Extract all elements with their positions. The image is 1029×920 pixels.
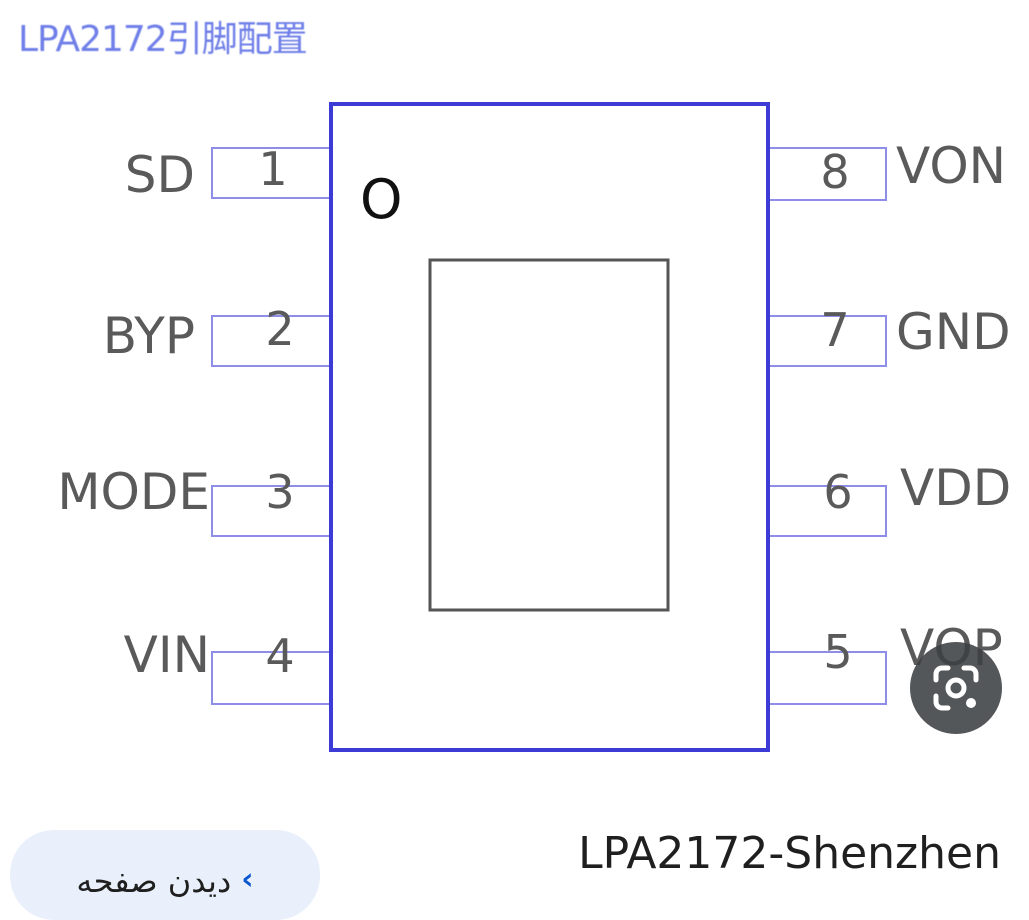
google-lens-button[interactable] [910,642,1002,734]
pin-name-sd: SD [125,146,195,204]
pin-name-mode: MODE [57,463,210,521]
visit-page-label: دیدن صفحه [76,862,232,900]
pin1-marker: O [360,168,403,231]
pin-number-3: 3 [265,465,294,519]
pin-number-2: 2 [265,302,294,356]
google-lens-icon [933,665,979,711]
pinout-diagram: O SD BYP MODE VIN 1 2 3 4 8 7 6 5 VON GN… [57,102,1011,752]
pin-number-6: 6 [823,465,852,519]
pin-name-vin: VIN [124,626,210,684]
image-viewer: LPA2172引脚配置 O SD BYP MODE VIN 1 2 3 4 8 … [18,19,1012,752]
pin-name-vdd: VDD [900,459,1011,517]
pin-number-1: 1 [258,142,287,196]
pin-name-von: VON [896,137,1006,195]
pin-number-5: 5 [823,625,852,679]
source-page-title[interactable]: LPA2172-Shenzhen [578,828,1001,879]
visit-page-button[interactable]: دیدن صفحه ‹ [10,830,320,920]
pin-number-7: 7 [820,303,849,357]
result-footer: دیدن صفحه ‹ LPA2172-Shenzhen [0,800,1029,920]
chevron-left-icon: ‹ [241,862,254,897]
pin-number-8: 8 [820,145,849,199]
pin-number-4: 4 [265,629,294,683]
pin-name-gnd: GND [896,303,1011,361]
diagram-title: LPA2172引脚配置 [18,19,308,60]
chip-body [329,102,770,752]
pin-name-byp: BYP [103,307,195,365]
exposed-pad [428,258,670,612]
